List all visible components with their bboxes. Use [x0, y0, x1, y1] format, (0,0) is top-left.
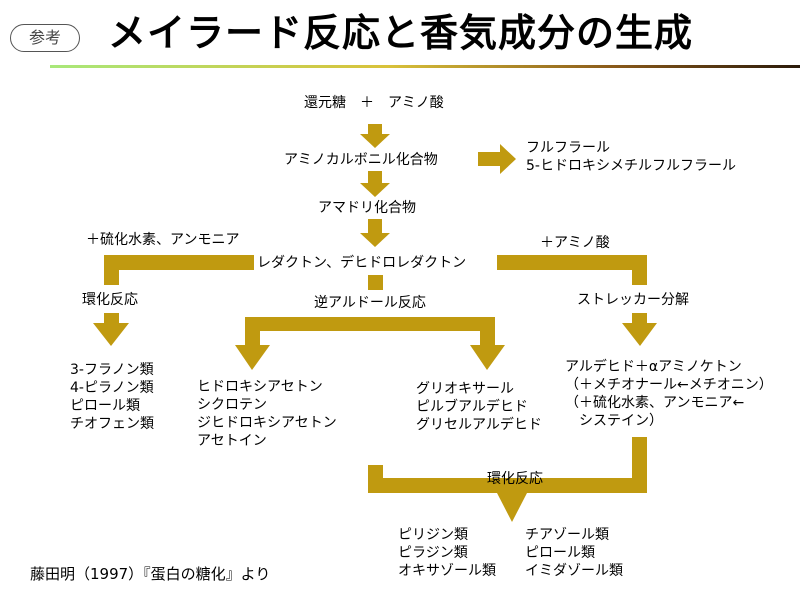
bottom-products-right: チアゾール類 ピロール類 イミダゾール類	[525, 526, 623, 580]
product-item: （＋メチオナール←メチオニン）	[565, 377, 773, 393]
product-item: 4-ピラノン類	[70, 380, 154, 396]
center-reaction-label: 逆アルドール反応	[311, 294, 429, 312]
product-item: オキサゾール類	[398, 563, 496, 579]
product-item: アセトイン	[197, 433, 267, 449]
product-item: イミダゾール類	[525, 563, 623, 579]
product-item: ヒドロキシアセトン	[197, 379, 323, 395]
product-item: シクロテン	[197, 397, 267, 413]
side-product-item: 5-ヒドロキシメチルフルフラール	[526, 158, 736, 174]
product-item: ジヒドロキシアセトン	[197, 415, 337, 431]
product-item: グリオキサール	[416, 381, 514, 397]
left-products: 3-フラノン類 4-ピラノン類 ピロール類 チオフェン類	[70, 361, 154, 433]
right-branch-reagent: ＋アミノ酸	[540, 235, 610, 251]
connector-right-vertical	[632, 255, 647, 285]
left-reaction-label: 環化反応	[82, 292, 138, 308]
side-product-item: フルフラール	[526, 140, 610, 156]
product-item: グリセルアルデヒド	[416, 417, 542, 433]
left-branch-reagent: ＋硫化水素、アンモニア	[86, 232, 240, 248]
arrow-step2-to-step3	[360, 219, 390, 247]
connector-center-horizontal	[245, 317, 495, 331]
node-start: 還元糖 ＋ アミノ酸	[304, 95, 444, 111]
connector-bottom-horizontal	[368, 478, 647, 493]
title-underline	[50, 65, 800, 68]
arrow-to-left-products	[93, 313, 129, 346]
product-item: ピルブアルデヒド	[416, 399, 528, 415]
center-right-products: グリオキサール ピルブアルデヒド グリセルアルデヒド	[416, 380, 542, 434]
bottom-reaction-label: 環化反応	[487, 471, 543, 487]
citation: 藤田明（1997）『蛋白の糖化』より	[30, 565, 271, 583]
connector-center-top	[368, 275, 383, 290]
product-item: システイン）	[565, 413, 663, 429]
arrow-step1-to-furfural	[478, 144, 516, 174]
product-item: 3-フラノン類	[70, 362, 154, 378]
page-title: メイラード反応と香気成分の生成	[108, 11, 694, 55]
product-item: アルデヒド＋αアミノケトン	[565, 359, 742, 375]
bottom-products-left: ピリジン類 ピラジン類 オキサゾール類	[398, 526, 496, 580]
connector-center-right-vertical	[480, 317, 495, 345]
node-aminocarbonyl: アミノカルボニル化合物	[284, 152, 438, 168]
product-item: チオフェン類	[70, 416, 154, 432]
arrow-start-to-step1	[360, 124, 390, 148]
arrow-to-center-right-products	[470, 345, 505, 370]
arrow-step1-to-step2	[360, 171, 390, 197]
node-reductone: レダクトン、デヒドロレダクトン	[254, 254, 470, 272]
arrow-to-center-left-products	[235, 345, 270, 370]
connector-right-horizontal	[497, 255, 647, 270]
product-item: ピロール類	[525, 545, 595, 561]
side-products: フルフラール 5-ヒドロキシメチルフルフラール	[526, 139, 736, 175]
arrow-to-right-products	[622, 313, 657, 346]
right-reaction-label: ストレッカー分解	[577, 292, 689, 308]
product-item: ピリジン類	[398, 527, 468, 543]
center-left-products: ヒドロキシアセトン シクロテン ジヒドロキシアセトン アセトイン	[197, 378, 337, 450]
connector-center-left-vertical	[245, 317, 260, 345]
right-products: アルデヒド＋αアミノケトン （＋メチオナール←メチオニン） （＋硫化水素、アンモ…	[565, 358, 773, 430]
connector-left-horizontal	[104, 255, 256, 270]
product-item: ピロール類	[70, 398, 140, 414]
product-item: （＋硫化水素、アンモニア←	[565, 395, 745, 411]
arrow-to-bottom-products	[497, 493, 527, 522]
connector-left-vertical	[104, 255, 119, 285]
reference-tag: 参考	[10, 24, 80, 52]
node-amadori: アマドリ化合物	[318, 200, 416, 216]
product-item: チアゾール類	[525, 527, 609, 543]
product-item: ピラジン類	[398, 545, 468, 561]
connector-bottom-right-vertical	[632, 437, 647, 493]
